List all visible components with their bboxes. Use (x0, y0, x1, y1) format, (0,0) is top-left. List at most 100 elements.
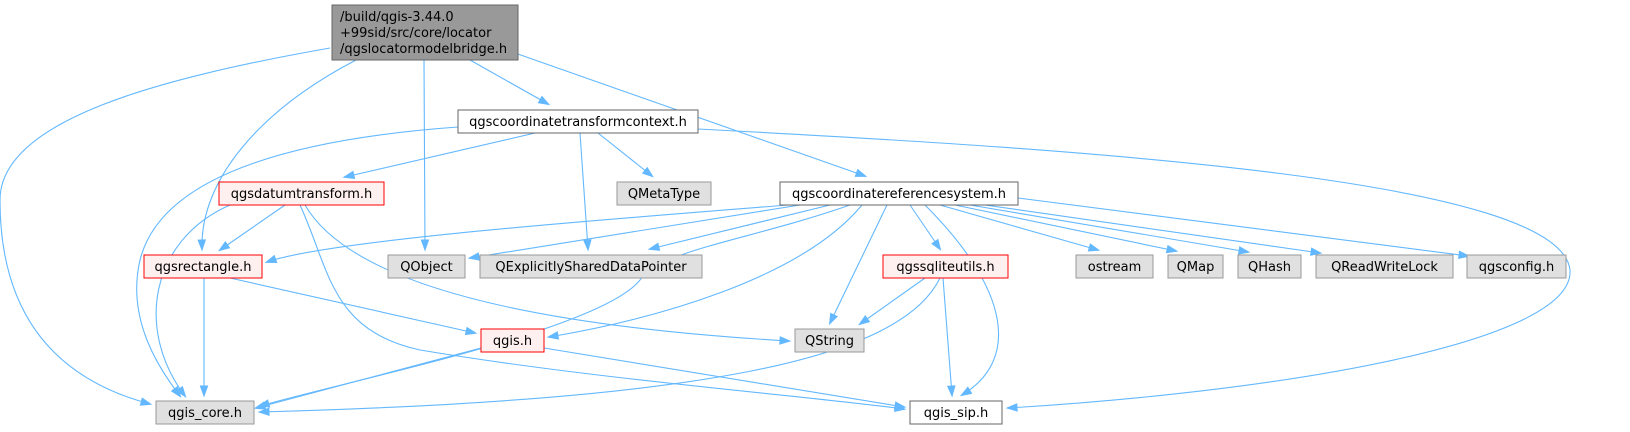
edge-sqlite-to-qgissip (942, 277, 956, 398)
node-label: QMap (1177, 260, 1215, 275)
edge-datum-to-rect (217, 204, 286, 252)
node-datum[interactable]: qgsdatumtransform.h (218, 181, 385, 206)
node-qgissip[interactable]: qgis_sip.h (909, 400, 1003, 425)
arrowhead (1165, 244, 1179, 254)
node-box (616, 181, 712, 206)
arrowhead (264, 254, 278, 263)
node-box (1075, 254, 1154, 279)
arrowhead (139, 397, 153, 406)
node-qgsconfig[interactable]: qgsconfig.h (1466, 254, 1567, 279)
node-label: qgsdatumtransform.h (231, 187, 373, 202)
node-qgiscore[interactable]: qgis_core.h (155, 400, 255, 425)
node-label: QMetaType (628, 187, 700, 202)
node-label: QObject (400, 260, 453, 275)
node-box (909, 400, 1003, 425)
arrowhead (854, 168, 868, 177)
arrowhead (342, 170, 356, 180)
arrowhead (464, 326, 478, 336)
edge-rect-to-qgiscore (199, 278, 209, 398)
node-box (155, 400, 255, 425)
edge-crs-to-ostream (939, 204, 1101, 252)
node-box (457, 109, 699, 134)
edges-layer (0, 47, 1571, 417)
node-label: qgsconfig.h (1479, 260, 1554, 275)
edge-root-to-ctc (469, 59, 551, 106)
node-label: QString (805, 334, 854, 349)
edge-root-to-rect (197, 59, 357, 252)
edge-ctc-to-datum (342, 132, 536, 180)
edge-crs-to-qgissip (924, 204, 1000, 397)
arrowhead (779, 336, 792, 345)
node-label: QExplicitlySharedDataPointer (495, 260, 687, 275)
edge-datum-to-qgissip (299, 204, 907, 413)
node-qmap[interactable]: QMap (1167, 254, 1224, 279)
arrowhead (857, 314, 871, 326)
arrowhead (467, 252, 481, 261)
arrowhead (546, 331, 560, 340)
edge-root-to-qobject (420, 59, 430, 252)
node-label: qgscoordinatereferencesystem.h (792, 187, 1006, 202)
node-label: qgsrectangle.h (154, 260, 251, 275)
arrowhead (420, 239, 430, 252)
node-label: qgscoordinatetransformcontext.h (469, 115, 687, 130)
arrowhead (1237, 246, 1251, 255)
node-label: qgis_core.h (168, 406, 242, 421)
edge-crs-to-qmap (954, 204, 1179, 254)
node-qmetatype[interactable]: QMetaType (616, 181, 712, 206)
arrowhead (537, 95, 551, 106)
node-box (143, 254, 263, 279)
node-label: /qgslocatormodelbridge.h (340, 42, 507, 57)
arrowhead (893, 401, 907, 410)
edge-crs-to-rect (264, 204, 789, 263)
edge-sqlite-to-qstring (857, 277, 926, 326)
arrowhead (1005, 403, 1018, 412)
node-root[interactable]: /build/qgis-3.44.0+99sid/src/core/locato… (331, 4, 519, 61)
arrowhead (197, 239, 207, 252)
node-qhash[interactable]: QHash (1237, 254, 1302, 279)
edge-root-to-qgiscore (0, 47, 331, 406)
arrowhead (253, 401, 267, 410)
node-qstring[interactable]: QString (794, 328, 865, 353)
arrowhead (946, 385, 956, 398)
node-box (882, 254, 1009, 279)
node-label: qgis_sip.h (924, 406, 988, 421)
node-label: QHash (1248, 260, 1291, 275)
arrowhead (175, 385, 187, 398)
arrowhead (828, 312, 839, 326)
node-box (387, 254, 466, 279)
arrowhead (1458, 250, 1471, 260)
node-ostream[interactable]: ostream (1075, 254, 1154, 279)
arrowhead (1309, 247, 1323, 256)
edge-crs-to-sqlite (909, 204, 942, 252)
arrowhead (959, 386, 973, 397)
arrowhead (647, 242, 661, 251)
arrowhead (257, 407, 270, 417)
node-qobject[interactable]: QObject (387, 254, 466, 279)
node-box (779, 181, 1019, 206)
node-rect[interactable]: qgsrectangle.h (143, 254, 263, 279)
node-crs[interactable]: qgscoordinatereferencesystem.h (779, 181, 1019, 206)
arrowhead (199, 385, 209, 398)
arrowhead (217, 241, 231, 252)
node-qrwlock[interactable]: QReadWriteLock (1315, 254, 1454, 279)
node-label: ostream (1088, 260, 1142, 275)
node-box (331, 4, 519, 61)
node-box (1466, 254, 1567, 279)
node-box (1315, 254, 1454, 279)
node-box (794, 328, 865, 353)
node-sqlite[interactable]: qgssqliteutils.h (882, 254, 1009, 279)
edge-crs-to-qgis (546, 204, 863, 340)
node-label: +99sid/src/core/locator (340, 26, 492, 41)
edge-qgis-to-qgissip (543, 347, 907, 410)
arrowhead (641, 166, 654, 178)
edge-sqlite-to-qgiscore (257, 277, 941, 417)
node-qesdp[interactable]: QExplicitlySharedDataPointer (479, 254, 703, 279)
node-ctc[interactable]: qgscoordinatetransformcontext.h (457, 109, 699, 134)
node-qgis[interactable]: qgis.h (480, 328, 545, 353)
edge-crs-to-qgsconfig (1017, 197, 1471, 260)
node-label: QReadWriteLock (1331, 260, 1438, 275)
edge-datum-to-qgiscore (155, 204, 231, 398)
node-label: qgis.h (493, 334, 532, 349)
edge-ctc-to-qmetatype (597, 132, 654, 178)
